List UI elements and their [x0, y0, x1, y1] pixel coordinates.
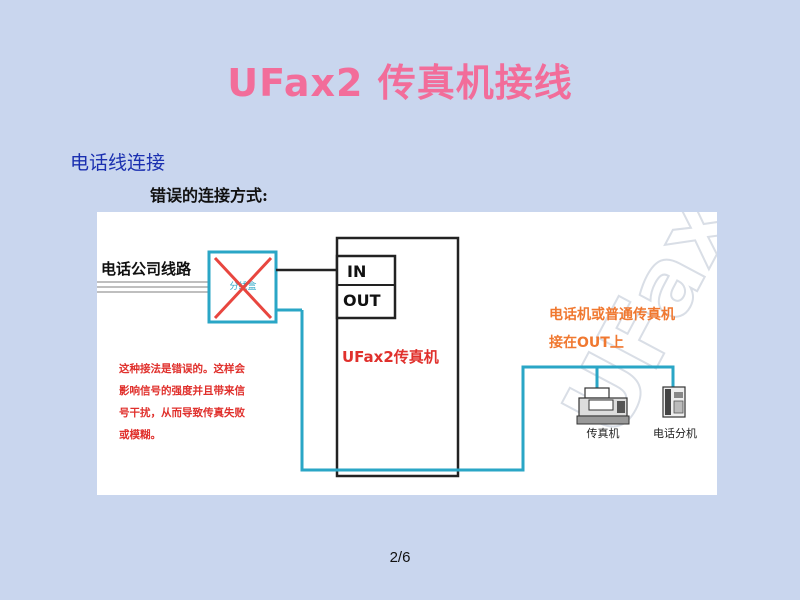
slide-title: UFax2 传真机接线: [227, 61, 573, 105]
port-out: OUT: [343, 291, 381, 310]
phone-note-line2: 接在OUT上: [549, 334, 624, 351]
line-source-label: 电话公司线路: [101, 260, 192, 278]
wiring-diagram: UFax2 电话公司线路 分线盒 IN OUT UFax2传真机 电话机或普通传…: [97, 212, 717, 495]
diagram-canvas: UFax2 电话公司线路 分线盒 IN OUT UFax2传真机 电话机或普通传…: [97, 212, 717, 478]
subheading: 错误的连接方式:: [150, 186, 268, 205]
warning-line-1: 这种接法是错误的。这样会: [119, 362, 245, 375]
fax-machine-icon: [576, 387, 630, 425]
warning-line-3: 号干扰，从而导致传真失败: [119, 406, 245, 419]
phone-icon-label: 电话分机: [653, 426, 697, 440]
cable-splitter-to-phone: [300, 322, 675, 472]
phone-icon: [662, 386, 686, 418]
warning-line-4: 或模糊。: [119, 428, 161, 441]
page-number: 2/6: [389, 549, 411, 566]
phone-note-line1: 电话机或普通传真机: [549, 306, 675, 323]
port-in: IN: [347, 262, 366, 281]
warning-line-2: 影响信号的强度并且带来信: [119, 384, 245, 397]
port-box: [335, 254, 397, 320]
cross-mark-b: [213, 256, 273, 320]
section-heading: 电话线连接: [70, 152, 166, 174]
fax-icon-label: 传真机: [587, 426, 620, 440]
device-label: UFax2传真机: [342, 348, 439, 366]
